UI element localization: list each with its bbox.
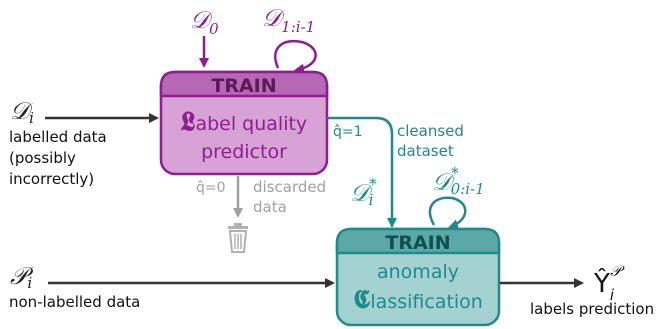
di-symbol: 𝒟i bbox=[10, 97, 34, 127]
classifier-big-letter: 𝕮 bbox=[353, 285, 370, 315]
di-label-line1: labelled data bbox=[9, 128, 107, 146]
predictor-title-line1-rest: abel quality bbox=[195, 113, 307, 135]
y-hat-symbol: Ŷi𝒫 bbox=[593, 262, 625, 304]
classifier-title-line2: 𝕮lassification bbox=[353, 285, 483, 315]
discarded-label-line2: data bbox=[253, 198, 287, 216]
label-quality-predictor-box: TRAIN 𝕷abel quality predictor bbox=[159, 70, 329, 176]
y-hat-letter: Ŷ bbox=[593, 267, 610, 299]
output-label: labels prediction bbox=[530, 300, 654, 318]
classifier-train-header: TRAIN bbox=[385, 232, 450, 254]
d0-symbol: 𝒟0 bbox=[190, 6, 219, 38]
discarded-label-line1: discarded bbox=[253, 178, 326, 196]
predictor-title-line1: 𝕷abel quality bbox=[181, 107, 307, 137]
d-loop-subscript: 1:i-1 bbox=[281, 18, 315, 36]
d-star-loop-arrow bbox=[428, 196, 467, 230]
classifier-title-line1: anomaly bbox=[377, 261, 459, 283]
di-star-symbol: 𝒟*i bbox=[350, 175, 377, 209]
di-label-line2: (possibly bbox=[9, 149, 76, 167]
di-subscript: i bbox=[29, 109, 34, 127]
predictor-title-line2: predictor bbox=[201, 141, 287, 163]
d-loop-arrow bbox=[274, 39, 317, 74]
y-hat-superscript: 𝒫 bbox=[610, 262, 625, 280]
di-star-sup: * bbox=[369, 175, 377, 193]
pi-subscript: i bbox=[27, 274, 32, 292]
classifier-box-header bbox=[335, 227, 501, 255]
predictor-box-header bbox=[159, 70, 329, 98]
trash-icon bbox=[228, 223, 248, 253]
predictor-big-letter: 𝕷 bbox=[181, 107, 196, 137]
predictor-train-header: TRAIN bbox=[211, 75, 276, 97]
d-star-loop-sup: * bbox=[451, 164, 459, 182]
pi-label: non-labelled data bbox=[9, 293, 140, 311]
d-star-loop-symbol: 𝒟*0:i-1 bbox=[432, 164, 485, 198]
cleansed-flow-arrow bbox=[327, 116, 397, 228]
cleansed-label-line2: dataset bbox=[397, 142, 454, 160]
di-label-line3: incorrectly) bbox=[9, 170, 94, 188]
q1-label: q̂=1 bbox=[333, 124, 363, 140]
di-star-sub: i bbox=[369, 191, 374, 209]
d0-subscript: 0 bbox=[209, 20, 219, 38]
q0-label: q̂=0 bbox=[196, 180, 226, 196]
pi-symbol: 𝒫i bbox=[10, 262, 34, 292]
d-star-loop-sub: 0:i-1 bbox=[451, 180, 485, 198]
y-hat-subscript: i bbox=[610, 286, 615, 304]
anomaly-classification-box: TRAIN anomaly 𝕮lassification bbox=[335, 227, 501, 327]
d-loop-symbol: 𝒟1:i-1 bbox=[262, 4, 315, 36]
cleansed-label-line1: cleansed bbox=[397, 122, 464, 140]
classifier-title-line2-rest: lassification bbox=[370, 291, 482, 313]
